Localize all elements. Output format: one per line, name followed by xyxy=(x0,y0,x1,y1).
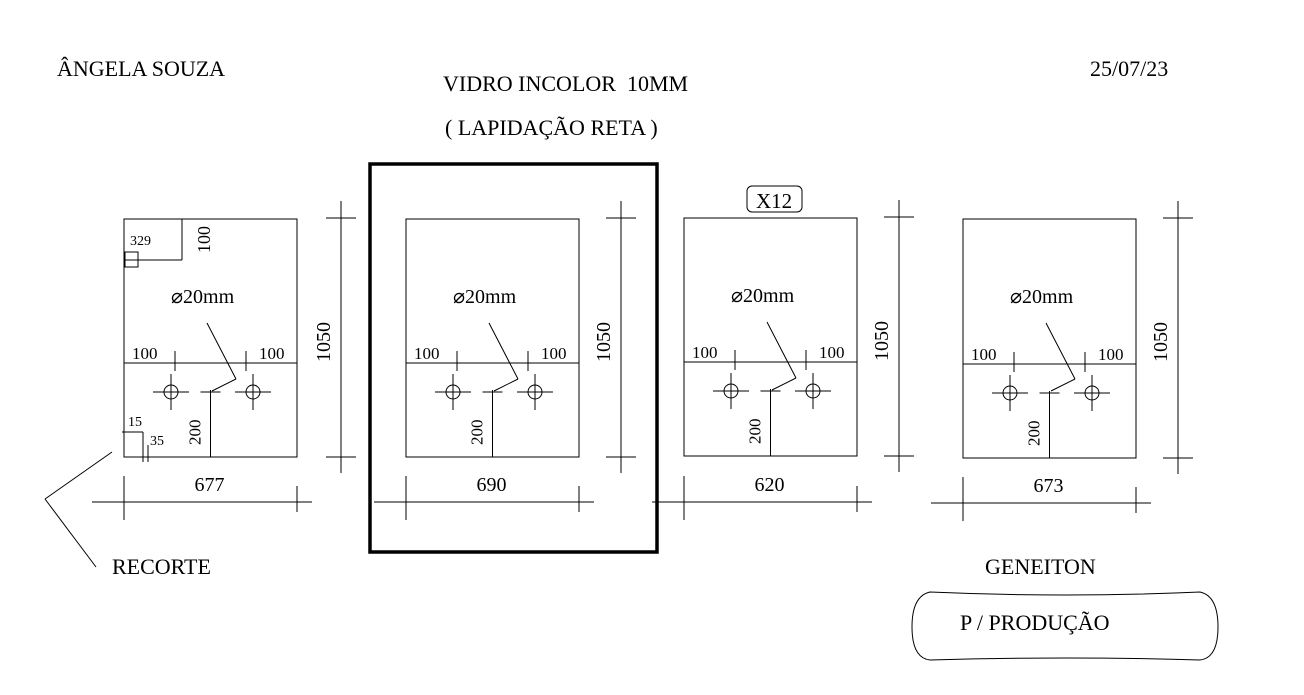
hole-diameter-label: ⌀20mm xyxy=(453,286,517,308)
diameter-leader-tick xyxy=(1050,378,1076,392)
order-date: 25/07/23 xyxy=(1090,56,1168,81)
right-offset-label: 100 xyxy=(819,343,845,362)
width-dimension-label: 673 xyxy=(1034,475,1064,497)
left-offset-label: 100 xyxy=(414,344,440,363)
left-offset-label: 100 xyxy=(132,344,158,363)
hole-diameter-label: ⌀20mm xyxy=(731,285,795,307)
height-dimension-label: 1050 xyxy=(313,322,335,362)
bottom-offset-label: 200 xyxy=(746,419,765,445)
diameter-leader-tick xyxy=(211,378,237,392)
recorte-label: RECORTE xyxy=(112,554,211,579)
corner-dim-b: 35 xyxy=(150,434,164,449)
diameter-leader-tick xyxy=(771,377,797,391)
width-dimension-label: 620 xyxy=(755,474,785,496)
hole-diameter-label: ⌀20mm xyxy=(171,286,235,308)
recorte-pointer xyxy=(44,451,113,500)
left-offset-label: 100 xyxy=(971,345,997,364)
client-name: ÂNGELA SOUZA xyxy=(57,56,225,81)
diameter-leader xyxy=(766,321,797,379)
production-stamp: P / PRODUÇÃO xyxy=(960,610,1110,635)
diameter-leader xyxy=(206,322,237,380)
notch-mark xyxy=(124,251,139,268)
bottom-offset-label: 200 xyxy=(186,420,205,446)
right-offset-label: 100 xyxy=(1098,345,1124,364)
production-stamp-box xyxy=(911,591,1219,661)
height-dimension-label: 1050 xyxy=(1150,322,1172,362)
width-dimension-label: 690 xyxy=(477,474,507,496)
notch-height: 100 xyxy=(194,226,214,253)
finish-title: ( LAPIDAÇÃO RETA ) xyxy=(445,115,658,140)
diameter-leader xyxy=(1045,322,1076,380)
height-dimension-label: 1050 xyxy=(593,322,615,362)
bottom-offset-label: 200 xyxy=(468,420,487,446)
bottom-offset-label: 200 xyxy=(1025,421,1044,447)
diameter-leader xyxy=(488,322,519,380)
diameter-leader-tick xyxy=(493,378,519,392)
corner-dim-a: 15 xyxy=(128,415,142,430)
height-dimension-label: 1050 xyxy=(871,321,893,361)
right-offset-label: 100 xyxy=(259,344,285,363)
notch-width: 329 xyxy=(130,234,151,249)
quantity-badge-box xyxy=(746,185,803,213)
left-offset-label: 100 xyxy=(692,343,718,362)
right-offset-label: 100 xyxy=(541,344,567,363)
width-dimension-label: 677 xyxy=(195,474,225,496)
highlight-frame xyxy=(368,162,659,554)
panel-details: 100 100 ⌀20mm 200 677 1050 100 100 ⌀20mm 200 690 10… xyxy=(92,200,1193,521)
hole-diameter-label: ⌀20mm xyxy=(1010,286,1074,308)
material-title: VIDRO INCOLOR 10MM xyxy=(443,71,688,96)
quantity-badge: X12 xyxy=(756,189,792,213)
glass-panel-1: 329 100 15 35 xyxy=(122,218,298,462)
customer-name: GENEITON xyxy=(985,554,1096,579)
